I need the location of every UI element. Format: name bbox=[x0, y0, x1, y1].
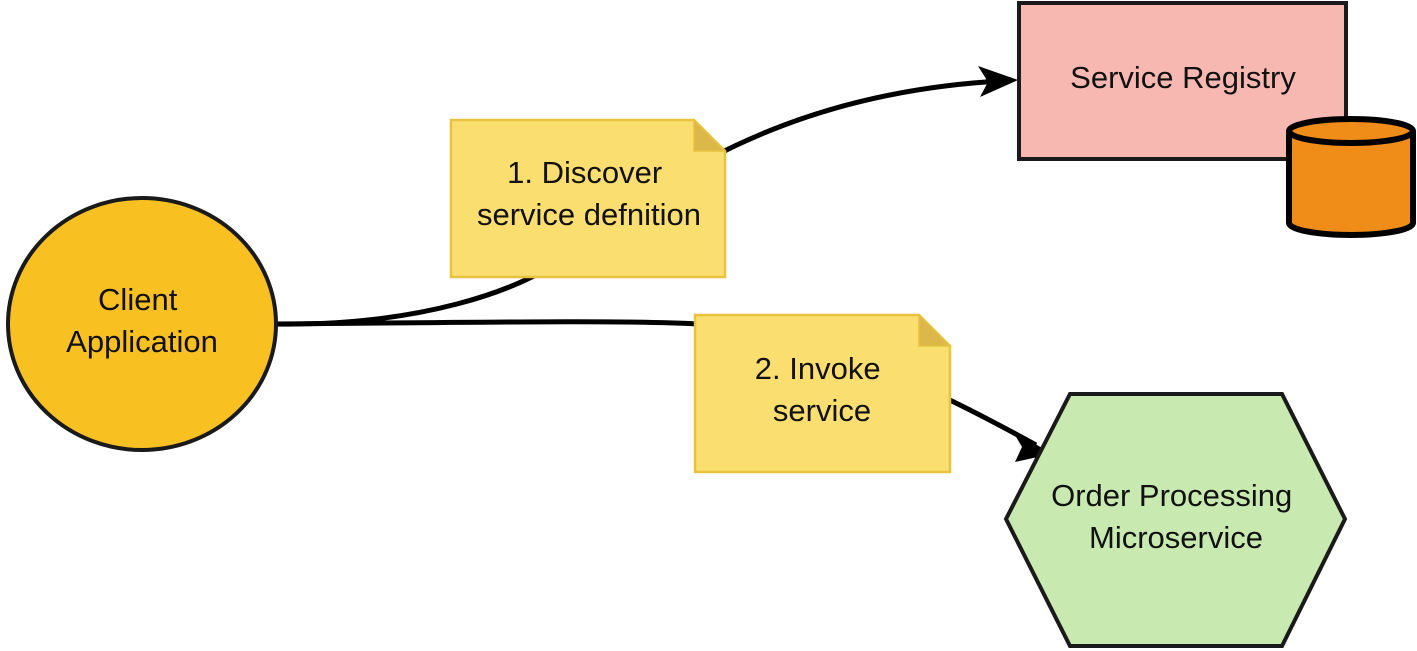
discover-label-line-1: 1. Discover bbox=[507, 155, 662, 190]
order-processing-label: Order Processing Microservice bbox=[1051, 478, 1301, 555]
order-processing-node bbox=[1003, 392, 1348, 648]
invoke-note-label: 2. Invoke service bbox=[755, 351, 889, 428]
database-icon bbox=[1286, 116, 1416, 238]
discover-arrowhead bbox=[978, 66, 1018, 97]
invoke-label-line-2: service bbox=[773, 393, 871, 428]
order-label-line-2: Microservice bbox=[1089, 520, 1263, 555]
invoke-note: 2. Invoke service bbox=[693, 313, 952, 474]
client-application-node bbox=[6, 196, 278, 452]
client-application-label: Client Application bbox=[66, 282, 218, 359]
discover-note-label: 1. Discover service defnition bbox=[477, 155, 701, 232]
client-label-line-2: Application bbox=[66, 324, 218, 359]
service-registry-label: Service Registry bbox=[1070, 60, 1296, 95]
invoke-label-line-1: 2. Invoke bbox=[755, 351, 881, 386]
discover-label-line-2: service defnition bbox=[477, 197, 701, 232]
discover-note: 1. Discover service defnition bbox=[449, 118, 727, 279]
order-label-line-1: Order Processing bbox=[1051, 478, 1292, 513]
client-label-line-1: Client bbox=[98, 282, 178, 317]
